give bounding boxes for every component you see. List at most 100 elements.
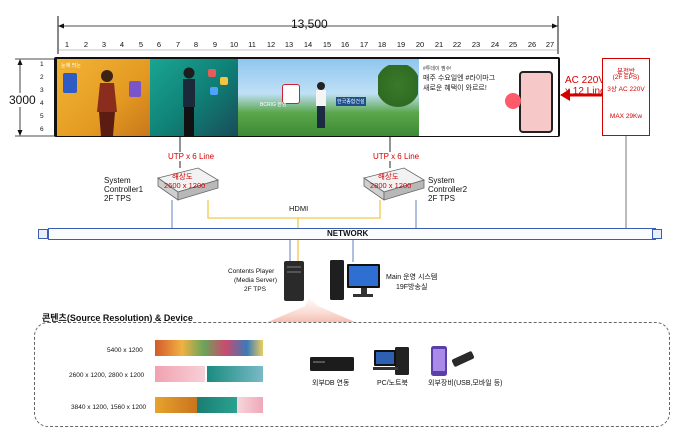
network-label: NETWORK: [327, 229, 369, 238]
column-number: 14: [303, 40, 313, 49]
content-thumbnail-wide: [155, 340, 263, 356]
controller-2-label3: 2F TPS: [428, 194, 455, 203]
controller-1-label2: Controller1: [104, 185, 144, 194]
power-box-line4: MAX 29Kw: [609, 113, 643, 120]
phone-mockup-image: [519, 71, 553, 133]
led-panel-1: 눈에 띄는: [57, 59, 150, 136]
led-panel-3: BCRIG 한영 한국종합건설: [238, 59, 419, 136]
power-box-line1: 분전반: [617, 68, 635, 75]
system-controller-1: 해상도 2600 x 1200: [148, 166, 220, 209]
utp-left-label: UTP x 6 Line: [168, 152, 215, 161]
contents-section-title: 콘텐츠(Source Resolution) & Device: [42, 313, 193, 323]
row-number: 4: [40, 100, 44, 107]
controller-1-label3: 2F TPS: [104, 194, 131, 203]
contents-device-box: [34, 322, 670, 427]
power-line-label: AC 220V x 12 Line: [565, 75, 606, 97]
man-figure-image: [183, 67, 195, 136]
resolution-1: 5400 x 1200: [107, 347, 143, 354]
column-number: 9: [212, 40, 218, 49]
panel-3-left-text: BCRIG 한영: [260, 102, 287, 108]
content-thumbnail-small-3: [237, 397, 263, 413]
controller-2-res-value: 2800 x 1200: [370, 181, 412, 190]
power-box-line3: 3상 AC 220V: [607, 86, 645, 93]
media-server-tower-icon: [284, 261, 304, 301]
column-number: 19: [396, 40, 406, 49]
column-number: 2: [83, 40, 89, 49]
hdmi-label: HDMI: [289, 204, 309, 213]
column-number: 18: [377, 40, 387, 49]
controller-1-res-value: 2600 x 1200: [164, 181, 206, 190]
device-1-label: 외부DB 연동: [312, 380, 350, 387]
utp-right-label: UTP x 6 Line: [373, 152, 420, 161]
panel-4-line1: #투데이 찜수!: [423, 66, 452, 72]
column-number: 24: [490, 40, 500, 49]
column-number: 16: [340, 40, 350, 49]
controller-1-label1: System: [104, 176, 131, 185]
column-number: 26: [527, 40, 537, 49]
column-number: 23: [471, 40, 481, 49]
device-2-label: PC/노트북: [377, 380, 408, 387]
golf-banner-badge: [282, 84, 300, 104]
controller-2-label1: System: [428, 176, 455, 185]
led-panel-2: [150, 59, 238, 136]
width-label: 13,500: [291, 17, 328, 31]
column-number: 5: [138, 40, 144, 49]
column-number: 27: [545, 40, 555, 49]
panel-1-text: 눈에 띄는: [61, 63, 81, 69]
led-panel-4: #투데이 찜수! 매주 수요일엔 #라이마그 새로운 혜택이 와르르!: [419, 59, 558, 136]
main-system-line2: 19F방송실: [396, 284, 428, 291]
column-number: 21: [434, 40, 444, 49]
main-system-line1: Main 운영 시스템: [386, 274, 438, 281]
content-thumbnail-small-1: [155, 397, 197, 413]
network-end-cap-right: [652, 229, 662, 239]
height-label: 3000: [8, 93, 37, 107]
column-number: 11: [248, 40, 256, 49]
resolution-2: 2600 x 1200, 2800 x 1200: [69, 372, 145, 379]
usb-mobile-device-icon: [431, 346, 475, 376]
main-workstation-icon: [330, 260, 380, 300]
app-icon-cluster: [220, 77, 228, 85]
phone-icon-cluster: [63, 73, 77, 93]
controller-device-icon: [157, 167, 219, 201]
row-number: 3: [40, 87, 44, 94]
row-number: 5: [40, 113, 44, 120]
device-3-label: 외부장비(USB,모바일 등): [428, 380, 503, 387]
pc-laptop-device-icon: [373, 347, 409, 375]
row-number: 6: [40, 126, 44, 133]
column-number: 12: [266, 40, 276, 49]
column-number: 15: [322, 40, 332, 49]
panel-3-right-text: 한국종합건설: [336, 97, 366, 106]
golf-trees: [378, 65, 418, 115]
column-number: 17: [359, 40, 369, 49]
power-distribution-box: 분전반 (2F EPS) 3상 AC 220V MAX 29Kw: [602, 58, 650, 136]
panel-4-line2: 매주 수요일엔 #라이마그: [423, 75, 496, 82]
content-thumbnail-mid-2: [207, 366, 263, 382]
network-end-cap-left: [38, 229, 48, 239]
column-number: 4: [119, 40, 125, 49]
controller-1-res-title: 해상도: [172, 172, 193, 181]
resolution-3: 3840 x 1200, 1560 x 1200: [71, 404, 147, 411]
system-controller-2: 해상도 2800 x 1200: [354, 166, 426, 209]
column-number: 7: [175, 40, 181, 49]
column-number: 25: [508, 40, 518, 49]
column-number: 20: [415, 40, 425, 49]
column-number: 22: [452, 40, 462, 49]
contents-player-line3: 2F TPS: [244, 286, 266, 293]
content-thumbnail-mid-1: [155, 366, 205, 382]
phone-icon-cluster: [129, 81, 141, 97]
controller-2-res-title: 해상도: [378, 172, 399, 181]
column-number: 13: [284, 40, 294, 49]
controller-2-label2: Controller2: [428, 185, 468, 194]
contents-player-line1: Contents Player: [228, 268, 275, 275]
controller-device-icon: [363, 167, 425, 201]
app-icon-cluster: [210, 87, 218, 95]
column-number: 10: [229, 40, 239, 49]
column-number: 6: [156, 40, 162, 49]
column-number: 8: [193, 40, 199, 49]
external-db-device-icon: [310, 357, 354, 371]
app-icon-cluster: [208, 69, 216, 77]
gift-decoration-image: [505, 93, 521, 109]
woman-figure-image: [97, 70, 117, 136]
column-number: 3: [101, 40, 107, 49]
contents-player-line2: (Media Server): [234, 277, 277, 284]
